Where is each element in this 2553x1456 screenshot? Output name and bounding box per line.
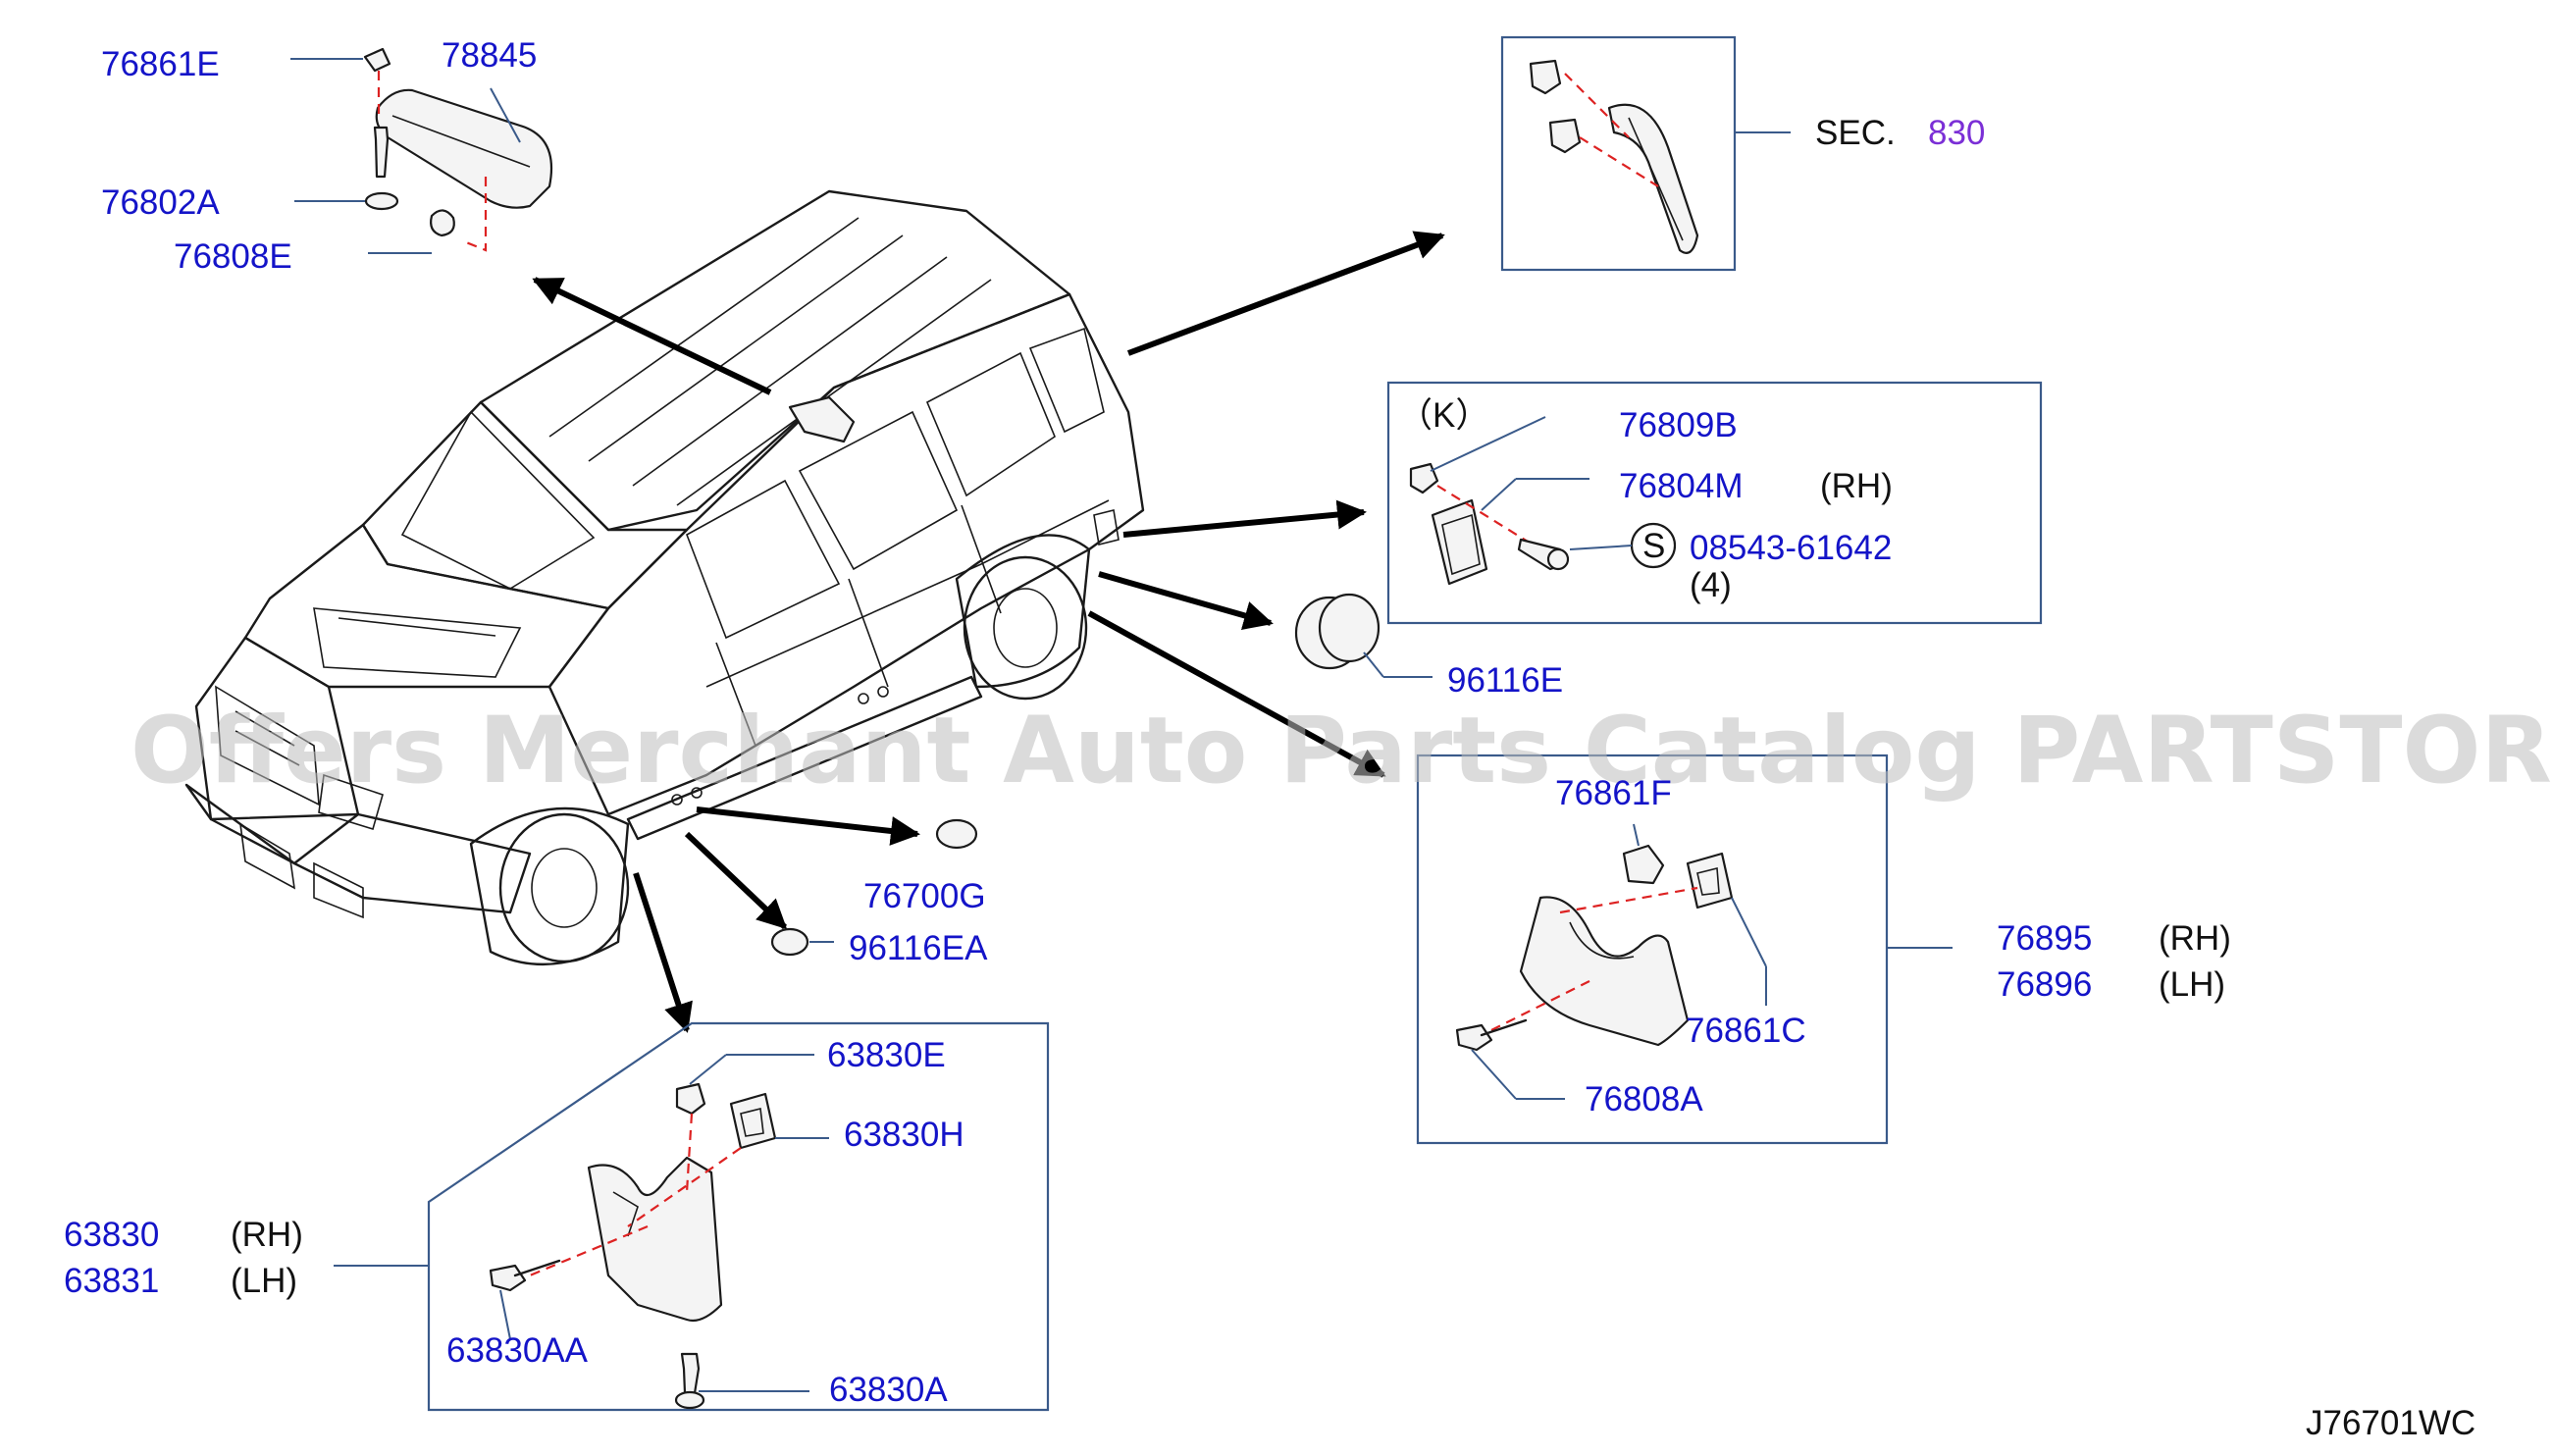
plug-96116E	[1294, 593, 1433, 678]
vehicle-illustration	[184, 189, 1145, 966]
part-label-63830A[interactable]: 63830A	[829, 1371, 948, 1409]
mud-flap-76895-box	[1416, 754, 1953, 1145]
part-label-76700G[interactable]: 76700G	[863, 877, 986, 915]
part-label-76802A[interactable]: 76802A	[101, 183, 220, 222]
part-label-76809B[interactable]: 76809B	[1619, 406, 1738, 444]
part-label-63830E[interactable]: 63830E	[827, 1036, 946, 1074]
side-label-76895: (RH)	[2159, 919, 2231, 958]
part-label-76896[interactable]: 76896	[1997, 965, 2092, 1004]
part-label-78845[interactable]: 78845	[442, 36, 537, 75]
side-label-63830: (RH)	[231, 1216, 303, 1254]
small-parts-76700G	[770, 818, 978, 957]
side-label-76804M: (RH)	[1820, 467, 1893, 505]
section-link-830[interactable]: 830	[1928, 114, 1985, 152]
part-label-08543-61642[interactable]: 08543-61642	[1690, 529, 1892, 567]
side-label-63831: (LH)	[231, 1262, 297, 1300]
mud-flap-63830-box	[334, 1021, 1050, 1412]
part-label-76808A[interactable]: 76808A	[1585, 1080, 1703, 1118]
variant-k-label: （K）	[1398, 396, 1489, 435]
part-labels: 76861E 78845 76802A 76808E SEC. 830 （K） …	[64, 36, 2475, 1442]
standard-part-symbol: S	[1642, 527, 1665, 565]
watermark: Offers Merchant Auto Parts Catalog PARTS…	[130, 698, 2553, 805]
part-label-76808E[interactable]: 76808E	[174, 237, 292, 276]
part-label-63830AA[interactable]: 63830AA	[446, 1331, 589, 1370]
part-label-76895[interactable]: 76895	[1997, 919, 2092, 958]
part-label-76861C[interactable]: 76861C	[1686, 1012, 1806, 1050]
assembly-78845	[290, 47, 553, 254]
part-label-76861E[interactable]: 76861E	[101, 45, 220, 83]
diagram-code: J76701WC	[2306, 1404, 2475, 1442]
part-label-96116E[interactable]: 96116E	[1447, 661, 1563, 700]
part-label-76804M[interactable]: 76804M	[1619, 467, 1743, 505]
callout-arrows	[532, 231, 1445, 1033]
part-label-96116EA[interactable]: 96116EA	[849, 929, 988, 967]
section-label: SEC.	[1815, 114, 1896, 152]
quantity-label-08543: (4)	[1690, 566, 1732, 604]
sec-830-box	[1500, 35, 1791, 272]
part-label-63830[interactable]: 63830	[64, 1216, 159, 1254]
part-label-76861F[interactable]: 76861F	[1555, 774, 1672, 812]
k-76804M-box	[1386, 381, 2043, 625]
part-label-63831[interactable]: 63831	[64, 1262, 159, 1300]
side-label-76896: (LH)	[2159, 965, 2225, 1004]
part-label-63830H[interactable]: 63830H	[844, 1116, 964, 1154]
